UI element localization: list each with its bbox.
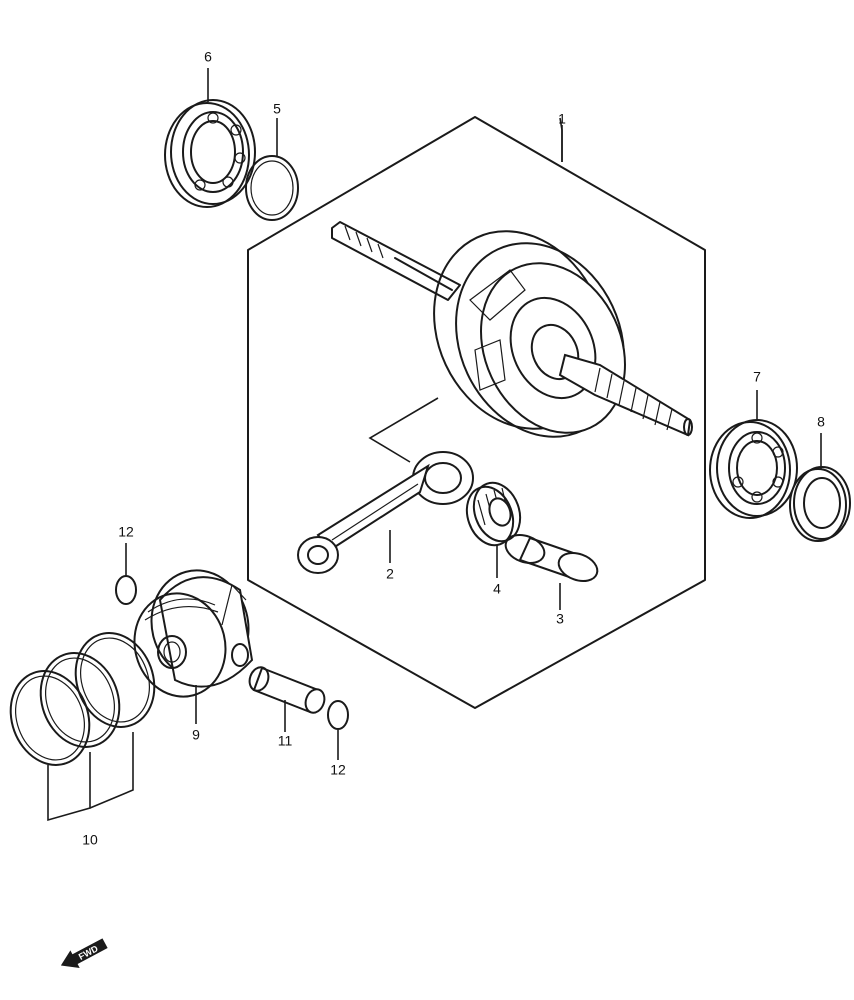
callout-12-bottom: 12 — [330, 762, 346, 778]
circlip-bottom — [327, 700, 349, 730]
crankshaft-assembly — [331, 221, 693, 438]
oil-seal — [789, 466, 851, 542]
leader-assembly — [368, 397, 439, 463]
callout-9: 9 — [192, 727, 200, 743]
callout-4: 4 — [493, 581, 501, 597]
crank-pin — [504, 533, 599, 583]
circlip-top — [115, 575, 137, 605]
piston-pin — [248, 666, 326, 714]
callout-8: 8 — [817, 414, 825, 430]
needle-bearing — [465, 481, 522, 547]
callout-7: 7 — [753, 369, 761, 385]
assembly-outline — [247, 116, 706, 709]
piston-ring-set — [9, 632, 156, 766]
crankshaft-bearing-left — [164, 99, 256, 208]
crankshaft-bearing-right — [709, 419, 798, 519]
callout-10: 10 — [82, 832, 98, 848]
callout-6: 6 — [204, 49, 212, 65]
c-ring — [245, 155, 299, 221]
callout-1: 1 — [558, 111, 566, 127]
callout-11: 11 — [278, 733, 293, 749]
connecting-rod — [297, 451, 474, 574]
piston — [133, 569, 254, 698]
callout-5: 5 — [273, 101, 281, 117]
callout-2: 2 — [386, 566, 394, 582]
forward-arrow-icon: FWD — [60, 938, 108, 968]
callout-labels: 6 5 1 7 8 2 4 3 9 11 12 12 10 — [82, 49, 825, 848]
callout-3: 3 — [556, 611, 564, 627]
callout-12-top: 12 — [118, 524, 134, 540]
leader-lines — [47, 68, 822, 822]
